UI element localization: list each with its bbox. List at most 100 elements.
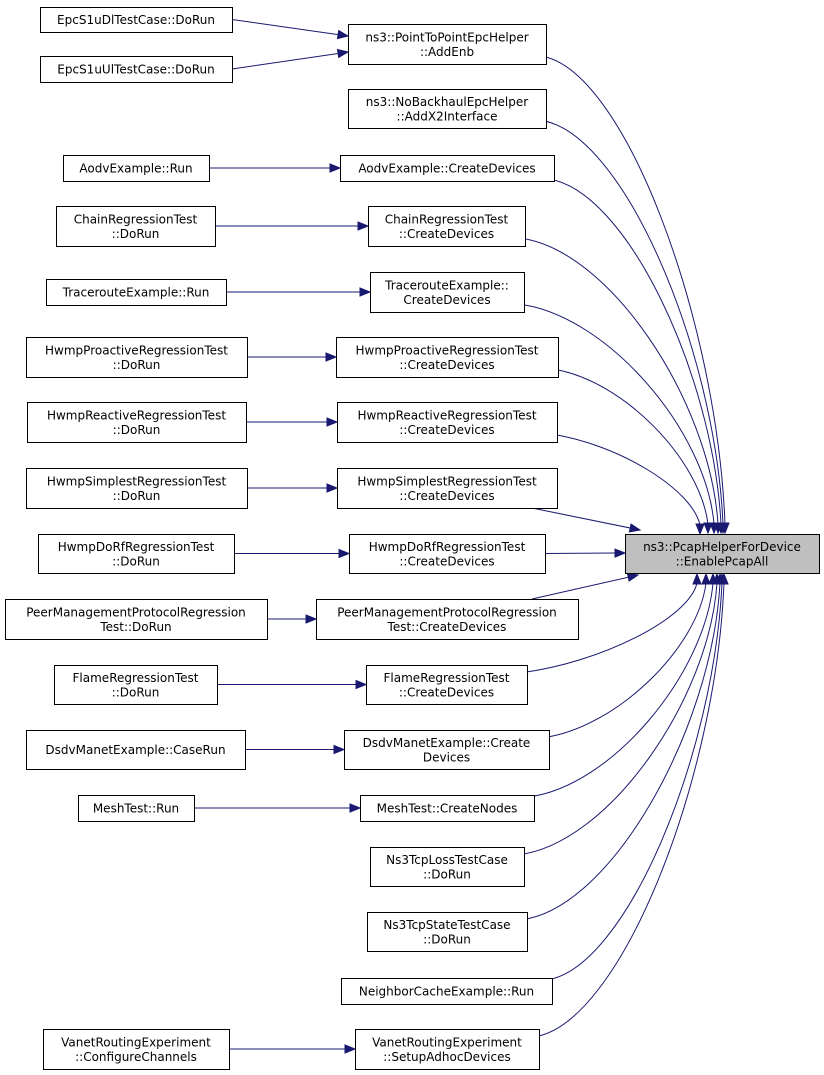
node-label-line: NeighborCacheExample::Run xyxy=(359,985,534,999)
node-s5[interactable]: TracerouteExample::Run xyxy=(46,279,227,306)
node-s12[interactable]: DsdvManetExample::CaseRun xyxy=(26,730,246,770)
node-c7[interactable]: HwmpReactiveRegressionTest::CreateDevice… xyxy=(337,402,558,443)
node-c8[interactable]: HwmpSimplestRegressionTest::CreateDevice… xyxy=(337,468,558,509)
node-label-line: ns3::PcapHelperForDevice xyxy=(643,540,801,554)
node-label-line: ::DoRun xyxy=(113,423,161,437)
node-s17[interactable]: VanetRoutingExperiment::ConfigureChannel… xyxy=(43,1029,230,1070)
node-label-line: EpcS1uUlTestCase::DoRun xyxy=(57,63,214,77)
node-label-line: DsdvManetExample::Create xyxy=(363,736,531,750)
node-s11[interactable]: FlameRegressionTest::DoRun xyxy=(54,665,218,705)
node-c2[interactable]: ns3::NoBackhaulEpcHelper::AddX2Interface xyxy=(348,89,547,129)
node-label-line: ::AddEnb xyxy=(420,45,474,59)
node-label-line: HwmpReactiveRegressionTest xyxy=(357,408,536,422)
node-c5[interactable]: TracerouteExample::CreateDevices xyxy=(370,272,525,313)
node-c11[interactable]: FlameRegressionTest::CreateDevices xyxy=(366,665,528,705)
node-label-line: DsdvManetExample::CaseRun xyxy=(45,743,225,757)
node-label-line: ::EnablePcapAll xyxy=(676,554,769,568)
edge-c9-to-target xyxy=(544,548,627,558)
node-c3[interactable]: AodvExample::CreateDevices xyxy=(340,155,555,182)
node-label-line: ChainRegressionTest xyxy=(385,212,509,226)
node-label-line: ::DoRun xyxy=(423,932,471,946)
node-s7[interactable]: HwmpReactiveRegressionTest::DoRun xyxy=(27,402,247,443)
node-s4[interactable]: ChainRegressionTest::DoRun xyxy=(56,206,216,247)
node-label-line: ::CreateDevices xyxy=(399,489,494,503)
node-label-line: ::DoRun xyxy=(112,227,160,241)
node-s2[interactable]: EpcS1uUlTestCase::DoRun xyxy=(40,56,233,83)
node-label-line: ::CreateDevices xyxy=(399,685,494,699)
edges-layer xyxy=(194,19,730,1054)
edge-c1-to-target xyxy=(539,55,730,535)
edge-s5-to-c5 xyxy=(226,287,372,297)
node-label-line: MeshTest::Run xyxy=(93,802,179,816)
node-label-line: PeerManagementProtocolRegression xyxy=(337,605,557,619)
node-s10[interactable]: PeerManagementProtocolRegressionTest::Do… xyxy=(5,599,268,640)
node-label-line: FlameRegressionTest xyxy=(384,671,510,685)
node-c1[interactable]: ns3::PointToPointEpcHelper::AddEnb xyxy=(348,24,547,65)
nodes-layer: EpcS1uDlTestCase::DoRunEpcS1uUlTestCase:… xyxy=(5,7,820,1070)
node-s8[interactable]: HwmpSimplestRegressionTest::DoRun xyxy=(26,468,248,509)
node-label-line: TracerouteExample:: xyxy=(384,278,509,292)
node-c12[interactable]: DsdvManetExample::CreateDevices xyxy=(344,730,550,770)
node-label-line: HwmpProactiveRegressionTest xyxy=(45,343,228,357)
edge-s11-to-c11 xyxy=(217,679,368,690)
edge-c2-to-target xyxy=(539,119,728,535)
node-c10[interactable]: PeerManagementProtocolRegressionTest::Cr… xyxy=(316,599,579,640)
node-c4[interactable]: ChainRegressionTest::CreateDevices xyxy=(368,206,526,247)
node-label-line: ::DoRun xyxy=(113,358,161,372)
edge-s17-to-c17 xyxy=(229,1044,357,1054)
node-label-line: ChainRegressionTest xyxy=(74,212,198,226)
edge-s12-to-c12 xyxy=(245,744,346,755)
node-s6[interactable]: HwmpProactiveRegressionTest::DoRun xyxy=(26,337,248,378)
node-label-line: ::AddX2Interface xyxy=(397,109,498,123)
node-label-line: ::CreateDevices xyxy=(399,227,494,241)
node-s3[interactable]: AodvExample::Run xyxy=(63,155,210,182)
node-label-line: Test::DoRun xyxy=(99,620,171,634)
target-node[interactable]: ns3::PcapHelperForDevice::EnablePcapAll xyxy=(625,534,820,574)
node-label-line: HwmpSimplestRegressionTest xyxy=(47,474,227,488)
node-label-line: TracerouteExample::Run xyxy=(62,286,210,300)
edge-c8-to-target xyxy=(531,507,642,533)
edge-c7-to-target xyxy=(550,433,705,536)
edge-s4-to-c4 xyxy=(215,221,370,231)
edge-c12-to-target xyxy=(542,572,711,739)
node-label-line: VanetRoutingExperiment xyxy=(372,1035,522,1049)
node-label-line: EpcS1uDlTestCase::DoRun xyxy=(57,13,215,27)
node-label-line: Ns3TcpLossTestCase xyxy=(386,853,508,867)
node-c14[interactable]: Ns3TcpLossTestCase::DoRun xyxy=(370,847,525,887)
edge-s7-to-c7 xyxy=(246,417,339,427)
node-c15[interactable]: Ns3TcpStateTestCase::DoRun xyxy=(367,912,528,952)
node-s13[interactable]: MeshTest::Run xyxy=(78,795,195,822)
node-label-line: ::ConfigureChannels xyxy=(75,1050,197,1064)
node-label-line: FlameRegressionTest xyxy=(73,671,199,685)
node-c9[interactable]: HwmpDoRfRegressionTest::CreateDevices xyxy=(349,534,546,574)
node-label-line: ::CreateDevices xyxy=(399,358,494,372)
node-label-line: AodvExample::CreateDevices xyxy=(358,162,535,176)
node-label-line: MeshTest::CreateNodes xyxy=(377,802,518,816)
node-label-line: Devices xyxy=(423,750,470,764)
node-label-line: PeerManagementProtocolRegression xyxy=(26,605,246,619)
edge-s13-to-c13 xyxy=(194,803,362,813)
node-c16[interactable]: NeighborCacheExample::Run xyxy=(341,978,553,1005)
node-label-line: ::DoRun xyxy=(113,489,161,503)
node-label-line: ns3::PointToPointEpcHelper xyxy=(365,30,528,44)
edge-s8-to-c8 xyxy=(247,483,339,493)
node-c13[interactable]: MeshTest::CreateNodes xyxy=(360,795,535,822)
node-s9[interactable]: HwmpDoRfRegressionTest::DoRun xyxy=(38,534,235,574)
node-label-line: ::DoRun xyxy=(112,554,160,568)
edge-c5-to-target xyxy=(517,303,719,535)
node-label-line: ::DoRun xyxy=(112,685,160,699)
node-label-line: HwmpDoRfRegressionTest xyxy=(58,540,215,554)
node-c6[interactable]: HwmpProactiveRegressionTest::CreateDevic… xyxy=(336,337,559,378)
node-label-line: Test::CreateDevices xyxy=(387,620,507,634)
node-label-line: HwmpSimplestRegressionTest xyxy=(357,474,537,488)
node-s1[interactable]: EpcS1uDlTestCase::DoRun xyxy=(40,7,233,33)
node-label-line: ns3::NoBackhaulEpcHelper xyxy=(366,95,528,109)
node-label-line: CreateDevices xyxy=(403,293,490,307)
node-label-line: Ns3TcpStateTestCase xyxy=(383,918,510,932)
node-c17[interactable]: VanetRoutingExperiment::SetupAdhocDevice… xyxy=(355,1029,540,1070)
edge-c17-to-target xyxy=(532,572,729,1038)
node-label-line: AodvExample::Run xyxy=(79,162,192,176)
node-label-line: HwmpReactiveRegressionTest xyxy=(47,408,226,422)
edge-c11-to-target xyxy=(520,572,702,674)
